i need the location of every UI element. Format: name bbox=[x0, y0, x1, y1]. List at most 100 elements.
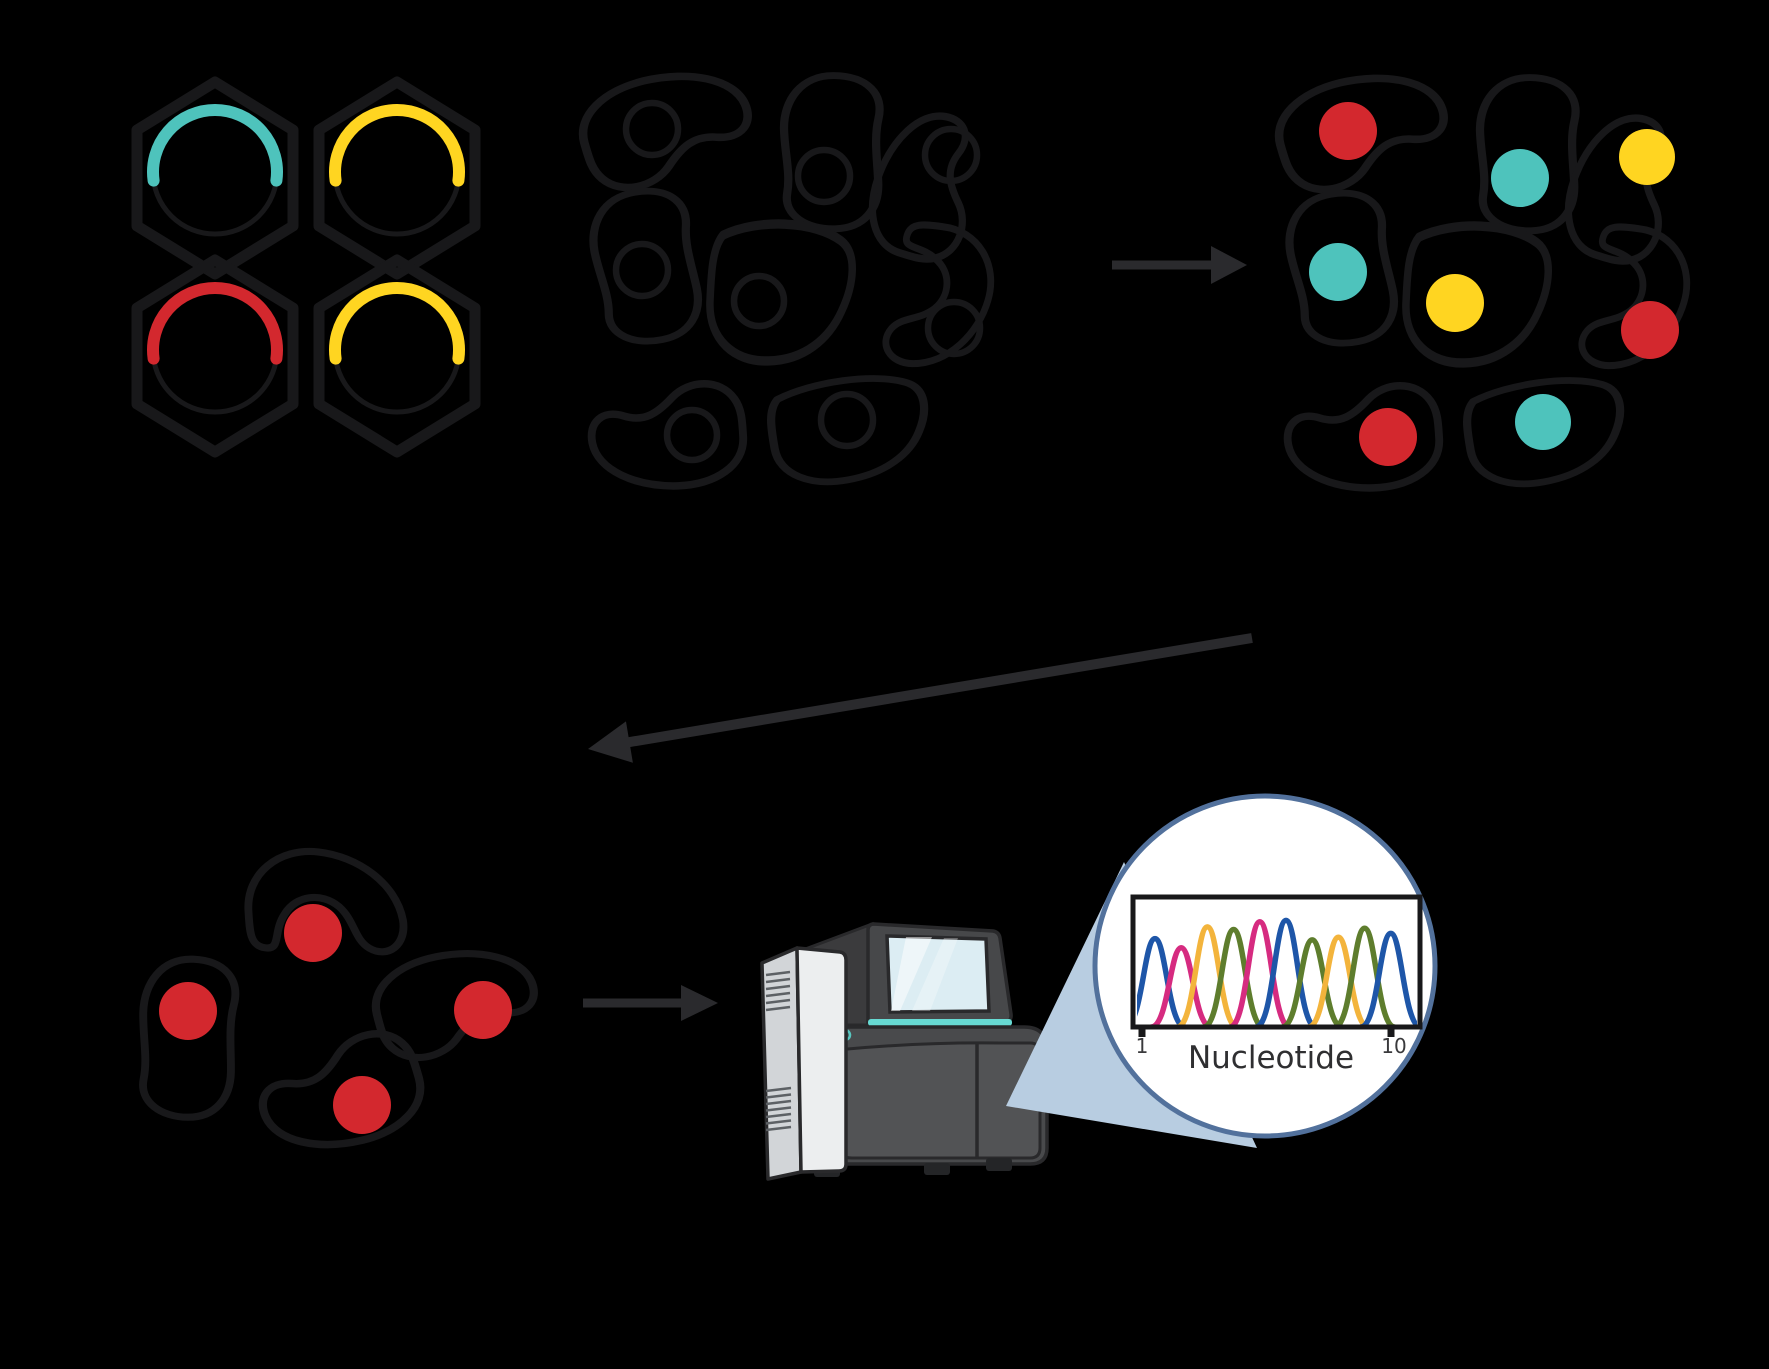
cell bbox=[589, 187, 702, 345]
cell bbox=[258, 1030, 425, 1149]
vent-slat bbox=[765, 984, 791, 991]
cell bbox=[139, 955, 240, 1121]
cell-nucleus-outline bbox=[622, 99, 682, 159]
plasmid-insert-arc-yellow bbox=[329, 104, 465, 187]
cell-outline bbox=[244, 847, 408, 956]
vent-slat bbox=[765, 1099, 792, 1106]
trace-plot-box bbox=[1130, 894, 1423, 1030]
cell bbox=[882, 221, 995, 368]
cell-nucleus-red bbox=[454, 981, 512, 1039]
cell-nucleus-red bbox=[1319, 102, 1377, 160]
trace-peak-9 bbox=[1332, 925, 1398, 1026]
sequencer-machine bbox=[760, 921, 1049, 1181]
sanger-trace-peaks bbox=[1137, 917, 1417, 1026]
cell-outline bbox=[1475, 74, 1580, 235]
cell-nucleus-red bbox=[159, 982, 217, 1040]
trace-peak-2 bbox=[1148, 944, 1214, 1026]
trace-peak-1 bbox=[1137, 935, 1188, 1026]
cell-outline bbox=[1402, 221, 1552, 368]
cell bbox=[578, 72, 752, 192]
chromatogram-callout: 1 10 Nucleotide bbox=[1092, 793, 1438, 1139]
x-tick-label-end: 10 bbox=[1381, 1034, 1406, 1058]
trace-peak-8 bbox=[1305, 934, 1371, 1026]
cell bbox=[1578, 223, 1691, 370]
vent-slat bbox=[765, 1086, 792, 1093]
cell bbox=[1402, 221, 1552, 368]
trace-peak-4 bbox=[1201, 926, 1267, 1026]
vent-slat bbox=[765, 1119, 792, 1125]
cell-nucleus-outline bbox=[663, 406, 721, 464]
cell bbox=[1463, 377, 1625, 488]
x-tick-label-start: 1 bbox=[1136, 1034, 1149, 1058]
cell bbox=[1274, 74, 1448, 194]
cell bbox=[767, 375, 929, 486]
cell-outline bbox=[371, 950, 538, 1061]
selected-cell-pool bbox=[139, 847, 538, 1149]
cell-nucleus-teal bbox=[1309, 243, 1367, 301]
sequencing-arrow-head bbox=[681, 985, 718, 1021]
vent-slat bbox=[765, 1005, 791, 1012]
vent-slat bbox=[765, 1125, 792, 1132]
vent-slat bbox=[765, 1093, 792, 1099]
cell-outline bbox=[1578, 223, 1691, 370]
cell bbox=[587, 380, 748, 490]
cell-outline bbox=[589, 187, 702, 345]
cell-outline bbox=[882, 221, 995, 368]
trace-peak-6 bbox=[1253, 917, 1319, 1026]
cell-outline bbox=[1274, 74, 1448, 194]
cell-nucleus-outline bbox=[612, 240, 672, 300]
cell-outline bbox=[1463, 377, 1625, 488]
callout-circle bbox=[1092, 793, 1438, 1139]
vent-slat bbox=[765, 991, 791, 998]
hexagon-frame bbox=[131, 76, 299, 280]
cell-outline bbox=[1283, 382, 1444, 492]
x-axis-label: Nucleotide bbox=[1188, 1040, 1354, 1076]
cell-outline bbox=[1285, 189, 1398, 347]
vent-slat bbox=[765, 1106, 792, 1112]
cell-nucleus-outline bbox=[817, 390, 877, 450]
screen-glare bbox=[891, 937, 932, 1011]
machine-foot bbox=[924, 1163, 950, 1175]
cell-outline bbox=[767, 375, 929, 486]
trace-peak-10 bbox=[1358, 930, 1417, 1026]
cell-nucleus-yellow bbox=[1426, 274, 1484, 332]
cell bbox=[779, 72, 884, 233]
cell-nucleus-red bbox=[333, 1076, 391, 1134]
vent-slat bbox=[765, 977, 791, 984]
cell-nucleus-yellow bbox=[1619, 129, 1675, 185]
hexagon-frame bbox=[131, 254, 299, 458]
plasmid-insert-arc-yellow bbox=[329, 282, 465, 365]
cell-nucleus-red bbox=[284, 904, 342, 962]
cell-nucleus-outline bbox=[794, 146, 854, 206]
selection-arrow-head bbox=[588, 721, 633, 763]
x-tick-end bbox=[1387, 1027, 1395, 1037]
cell-nucleus-teal bbox=[1491, 149, 1549, 207]
selection-arrow-shaft bbox=[626, 633, 1253, 748]
teal-status-strip bbox=[868, 1019, 1012, 1026]
plasmid-insert-arc-teal bbox=[147, 104, 283, 187]
vent-slat bbox=[765, 970, 791, 977]
tower-front-face bbox=[795, 946, 848, 1174]
machine-foot bbox=[986, 1158, 1012, 1171]
cell bbox=[1475, 74, 1580, 235]
trace-peak-3 bbox=[1174, 924, 1240, 1026]
cell-outline bbox=[779, 72, 884, 233]
vent-slat bbox=[765, 998, 791, 1005]
cell-nucleus-red bbox=[1359, 408, 1417, 466]
plasmid-library-group bbox=[131, 76, 481, 458]
cell bbox=[1285, 189, 1398, 347]
cell bbox=[371, 950, 538, 1061]
cell bbox=[706, 219, 856, 366]
cell-nucleus-outline bbox=[730, 272, 788, 330]
hexagon-frame bbox=[313, 254, 481, 458]
workflow-arrows bbox=[583, 246, 1253, 1021]
cell bbox=[1283, 382, 1444, 492]
plasmid-insert-arc-red bbox=[147, 282, 283, 365]
vent-slat bbox=[765, 1112, 792, 1119]
screen-glare-2 bbox=[912, 938, 958, 1011]
trace-peak-5 bbox=[1227, 918, 1293, 1026]
cell-nucleus-outline bbox=[921, 125, 981, 185]
transfected-cell-pool bbox=[1274, 74, 1691, 492]
